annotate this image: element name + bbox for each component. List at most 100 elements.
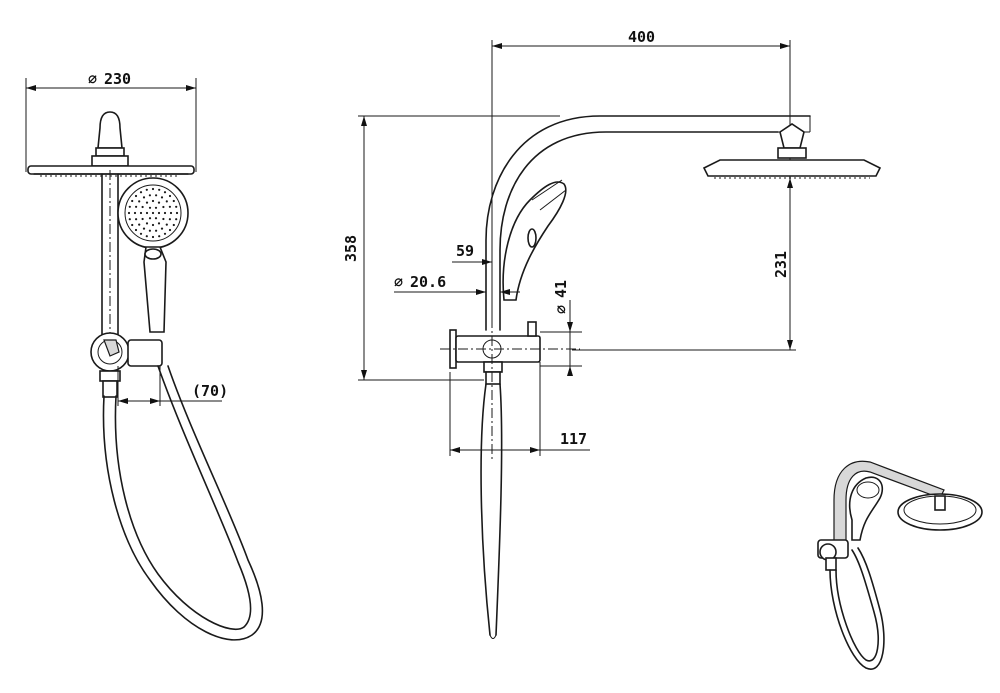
nozzle-dot xyxy=(168,205,171,208)
dim-head-drop-label: 231 xyxy=(772,251,790,278)
nozzle-dot xyxy=(168,228,172,232)
nozzle-dot xyxy=(139,211,143,215)
hose-side-outer xyxy=(480,383,491,636)
front-view: ∅ 230 xyxy=(25,70,264,641)
dim-overall-height-label: 358 xyxy=(342,235,360,262)
dim-wall-projection-label: 117 xyxy=(560,430,587,448)
side-view: 400 358 xyxy=(342,28,882,639)
dimension-handshower-offset: (70) xyxy=(117,366,228,406)
nozzle-dot xyxy=(172,199,175,203)
nozzle-dot xyxy=(155,194,158,197)
nozzle-dot xyxy=(145,222,149,225)
nozzle-dot xyxy=(148,217,152,220)
nozzle-dot xyxy=(160,196,164,199)
dim-arm-projection-label: 400 xyxy=(628,28,655,46)
nozzle-dot xyxy=(169,211,173,215)
nozzle-dot xyxy=(151,223,155,227)
nozzle-dot xyxy=(151,235,155,239)
nozzle-dot xyxy=(145,211,149,215)
nozzle-dot xyxy=(127,211,131,215)
nozzle-dot xyxy=(151,211,155,215)
dimension-wall-projection: 117 xyxy=(449,362,590,456)
hose-front-inner xyxy=(114,365,252,631)
nozzle-dot xyxy=(163,232,167,235)
hose-side-inner xyxy=(495,383,503,636)
nozzle-dot xyxy=(148,194,151,197)
nozzle-dot xyxy=(138,200,141,203)
diverter-front xyxy=(90,332,163,398)
diameter-symbol-handpiece: ∅ xyxy=(552,305,570,314)
dim-riser-offset-label: 59 xyxy=(456,242,474,260)
nozzle-dot xyxy=(157,222,161,225)
nozzle-dot xyxy=(157,201,161,204)
nozzle-dot xyxy=(138,223,141,226)
nozzle-dot xyxy=(163,211,167,215)
nozzle-dot xyxy=(134,194,138,198)
nozzle-dot xyxy=(139,191,143,194)
nozzle-dot xyxy=(175,211,179,215)
dim-handpiece-diameter-label: 41 xyxy=(552,280,570,298)
dimension-arm-projection: 400 xyxy=(491,28,791,350)
diameter-symbol-riser: ∅ xyxy=(394,273,403,291)
nozzle-dot xyxy=(165,223,168,226)
dimension-riser-diameter: ∅ 20.6 xyxy=(394,273,520,295)
shower-head-side xyxy=(702,123,882,179)
diverter-side xyxy=(440,300,580,460)
diameter-symbol: ∅ xyxy=(88,70,97,88)
dim-riser-diameter-label: 20.6 xyxy=(410,273,446,291)
dim-handshower-offset-label: (70) xyxy=(192,382,228,400)
nozzle-dot xyxy=(163,191,167,194)
nozzle-dot xyxy=(151,199,155,203)
hand-shower-front xyxy=(117,177,189,333)
nozzle-dot xyxy=(175,218,178,221)
nozzle-dot xyxy=(154,206,158,209)
hose-front-outer xyxy=(102,365,264,641)
nozzle-dot xyxy=(135,218,138,221)
dimension-head-drop: 231 xyxy=(572,178,796,351)
nozzle-dot xyxy=(134,228,138,232)
isometric-view xyxy=(817,460,983,670)
nozzle-dot xyxy=(155,229,158,232)
nozzle-dot xyxy=(154,217,158,220)
shower-head-front xyxy=(27,111,195,177)
hand-shower-nozzles xyxy=(127,187,179,239)
nozzle-dot xyxy=(133,211,137,215)
nozzle-dot xyxy=(145,201,149,204)
nozzle-dot xyxy=(142,196,146,199)
arm-inner xyxy=(499,131,779,331)
nozzle-dot xyxy=(168,218,171,221)
dim-head-diameter-label: 230 xyxy=(104,70,131,88)
nozzle-dot xyxy=(141,205,144,209)
nozzle-dot xyxy=(148,229,151,232)
nozzle-dot xyxy=(160,227,164,230)
nozzle-dot xyxy=(168,194,172,198)
nozzle-dot xyxy=(157,211,161,215)
nozzle-dot xyxy=(142,227,146,230)
arm-outer xyxy=(485,115,811,331)
nozzle-dot xyxy=(151,187,155,191)
dimension-riser-offset: 59 xyxy=(452,242,492,265)
nozzle-dot xyxy=(139,232,143,235)
nozzle-dot xyxy=(175,205,178,208)
nozzle-dot xyxy=(162,217,165,221)
nozzle-dot xyxy=(145,235,148,238)
nozzle-dot xyxy=(135,205,138,208)
nozzle-dot xyxy=(131,199,134,203)
dimension-overall-height: 358 xyxy=(342,115,560,381)
nozzle-dot xyxy=(172,223,175,227)
nozzle-dot xyxy=(158,188,161,191)
hand-shower-side xyxy=(502,179,567,301)
nozzle-dot xyxy=(148,206,152,209)
nozzle-dot xyxy=(128,205,131,208)
nozzle-dot xyxy=(128,218,131,221)
nozzle-dot xyxy=(158,235,161,238)
nozzle-dot xyxy=(131,223,134,227)
nozzle-dot xyxy=(165,200,168,203)
nozzle-dot xyxy=(162,205,165,209)
dimension-handpiece-diameter: ∅ 41 xyxy=(540,280,582,376)
hose-iso xyxy=(829,547,885,670)
nozzle-dot xyxy=(145,188,148,191)
dimension-head-diameter: ∅ 230 xyxy=(25,70,197,172)
nozzle-dot xyxy=(141,217,144,221)
